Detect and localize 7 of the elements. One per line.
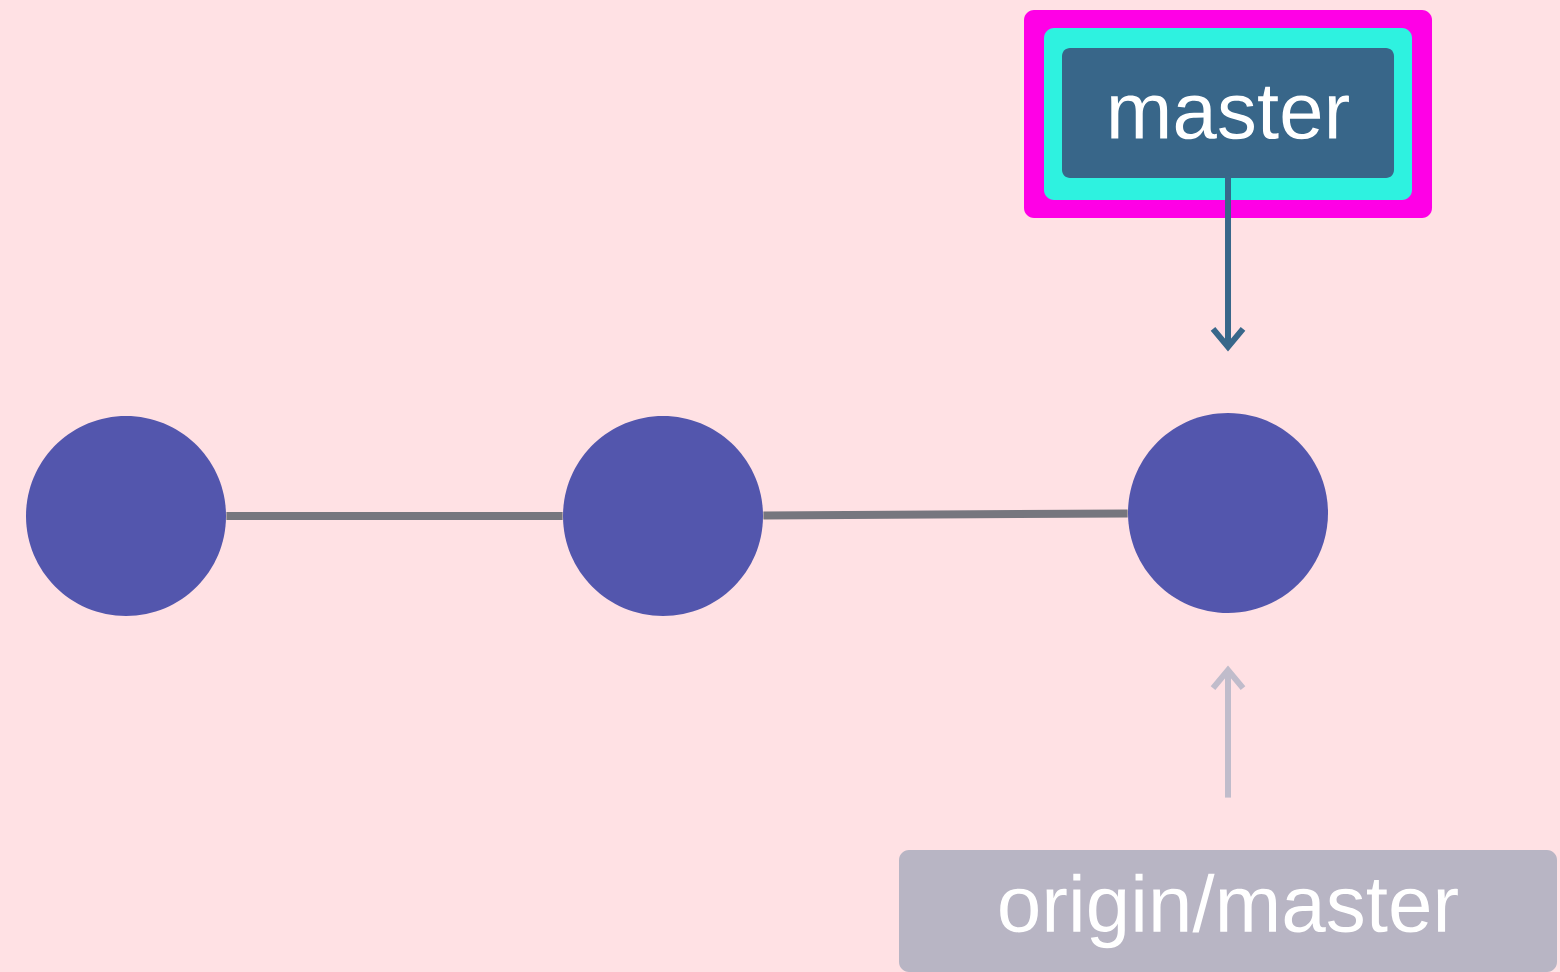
commit-circle bbox=[563, 416, 763, 616]
branch-label: origin/master bbox=[899, 850, 1557, 972]
branch-label: master bbox=[1024, 10, 1432, 218]
commit-circle bbox=[1128, 413, 1328, 613]
commit-circle bbox=[26, 416, 226, 616]
arrow bbox=[1210, 665, 1246, 798]
arrow bbox=[1210, 175, 1246, 352]
